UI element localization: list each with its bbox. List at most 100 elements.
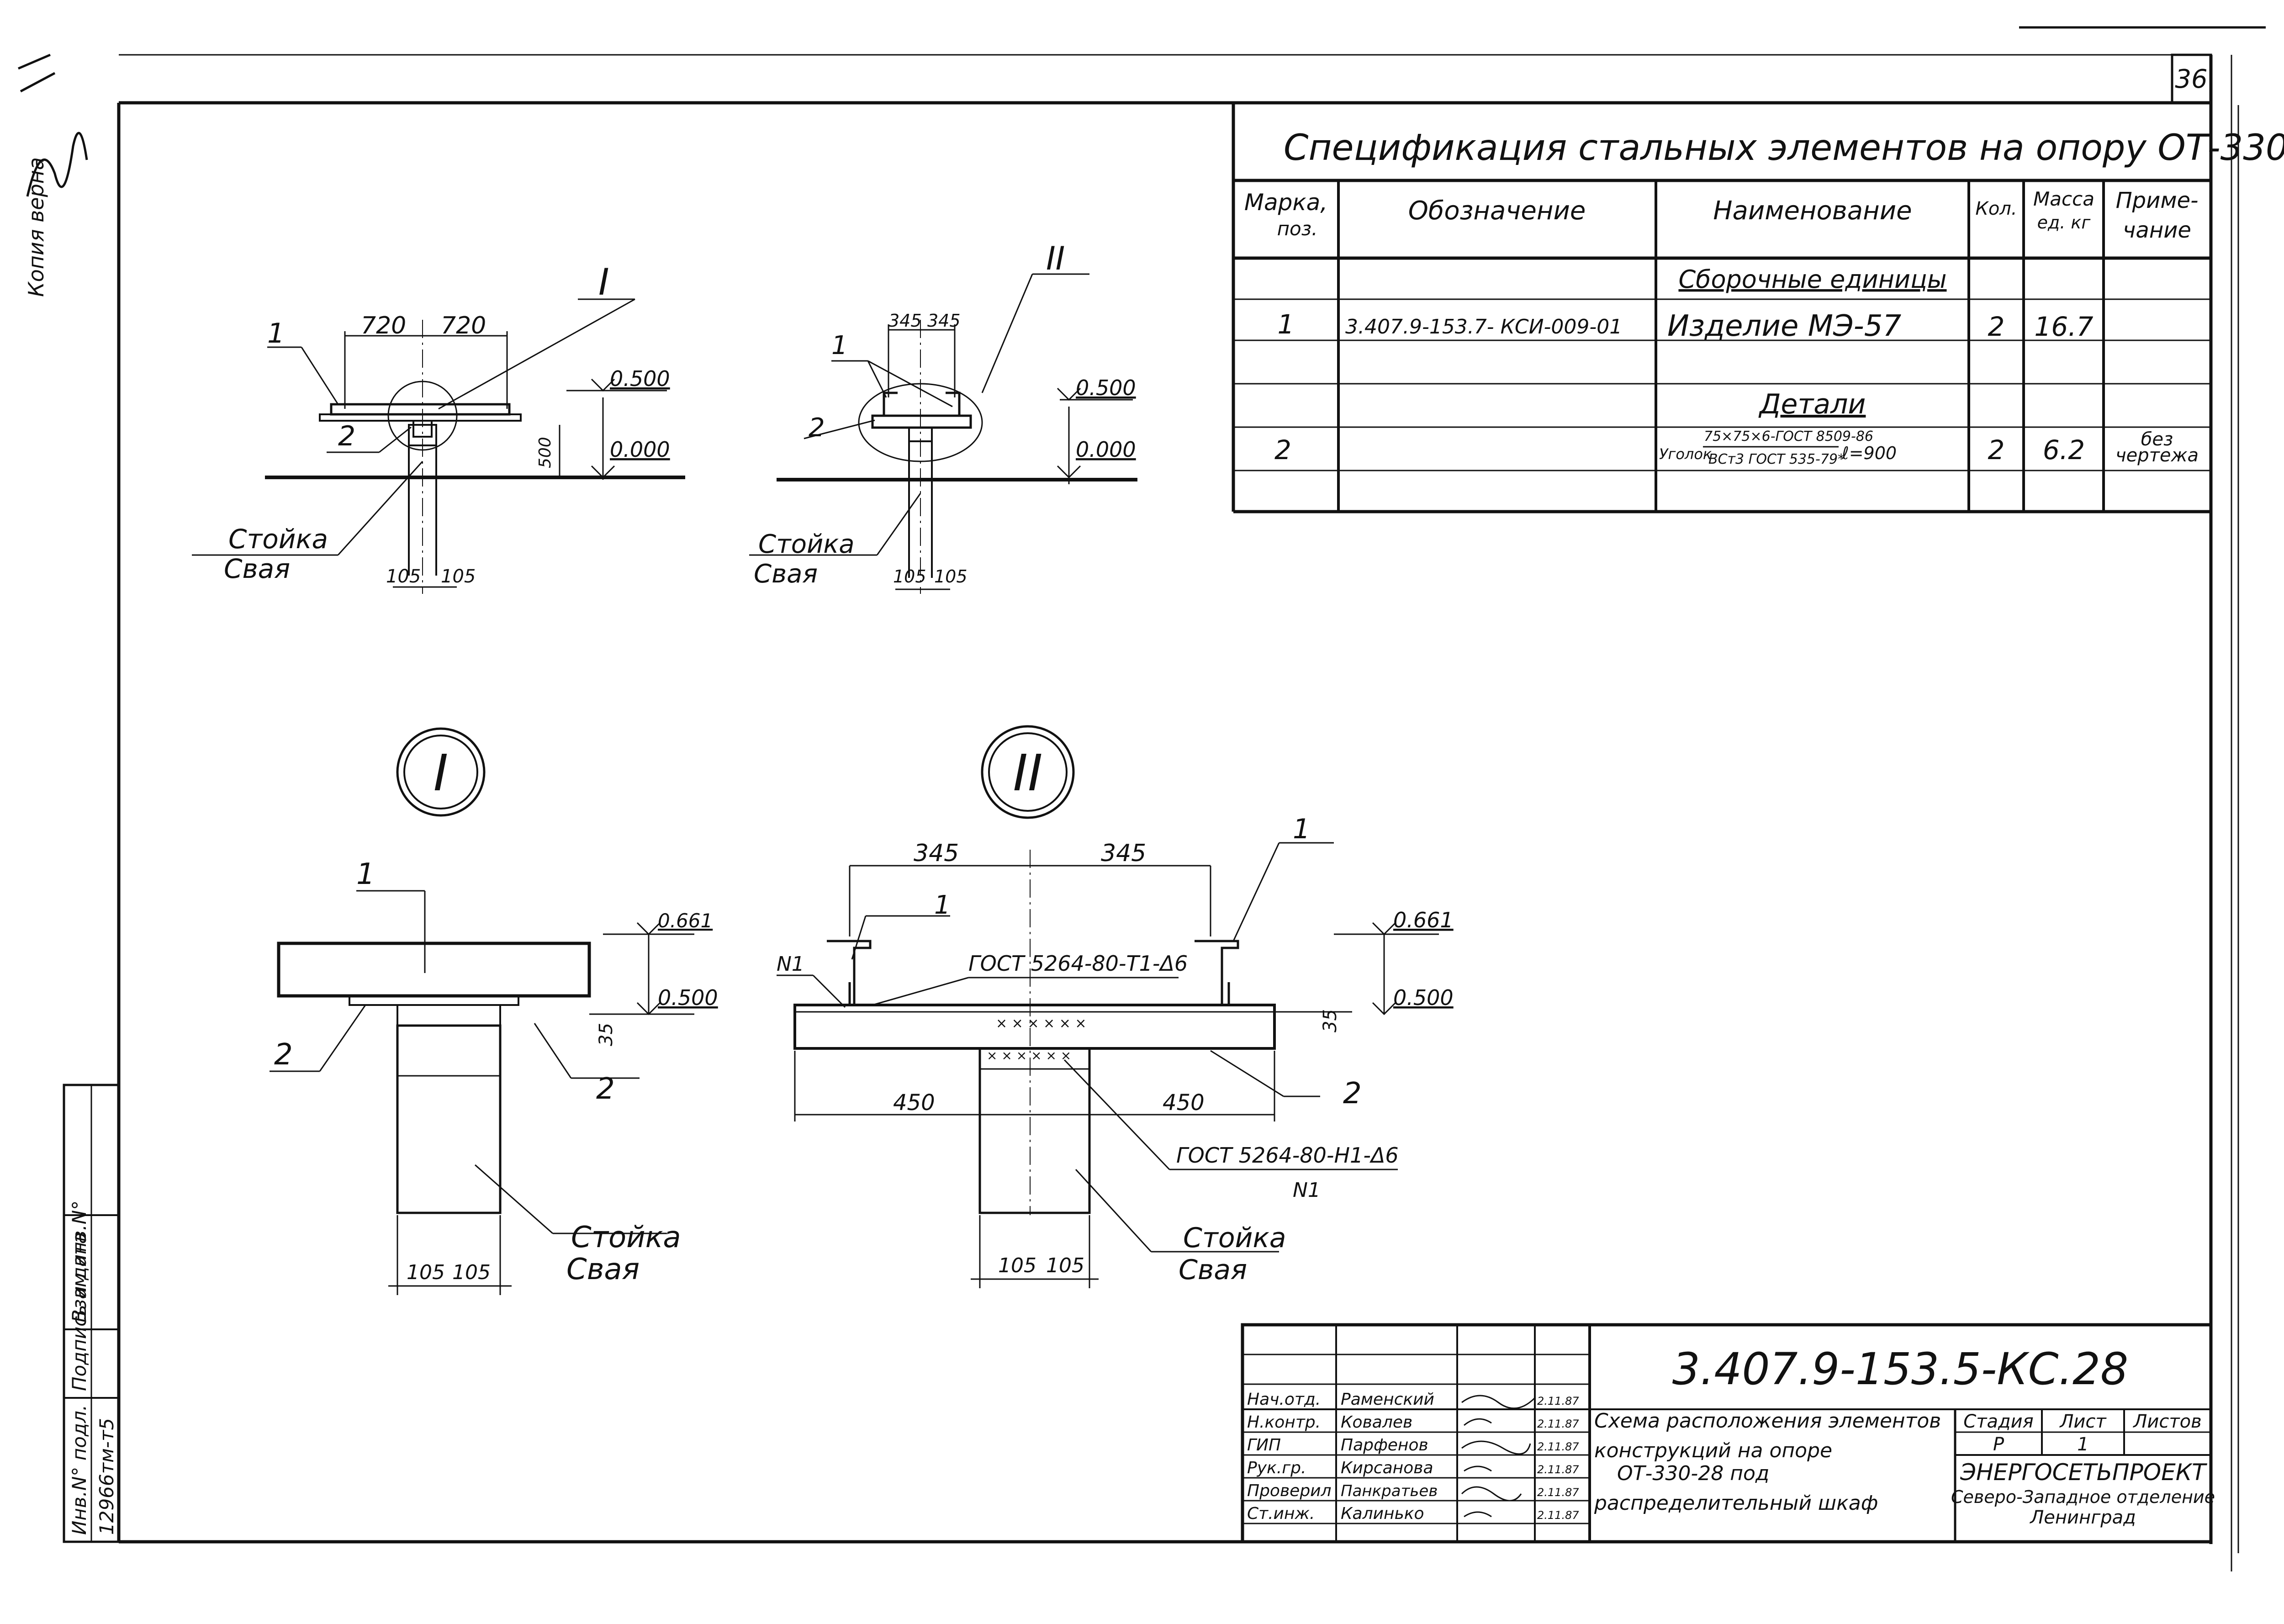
weld-marks: × × × × × × bbox=[996, 1016, 1087, 1032]
header-note: Приме- bbox=[2116, 188, 2199, 213]
header-poz: поз. bbox=[1277, 217, 1318, 240]
sheet-header: Лист bbox=[2059, 1411, 2107, 1432]
detail-II-column: Стойка bbox=[1183, 1222, 1286, 1254]
sheets-header: Листов bbox=[2132, 1411, 2201, 1432]
weld-bottom-tag: N1 bbox=[1293, 1179, 1321, 1202]
dim-345-left: 345 bbox=[888, 311, 922, 331]
org-city: Ленинград bbox=[2029, 1507, 2136, 1528]
callout-II: II bbox=[1046, 240, 1065, 277]
date-4: 2.11.87 bbox=[1537, 1463, 1579, 1476]
detail-I-dim-105-left: 105 bbox=[407, 1261, 445, 1284]
spec-table: Спецификация стальных элементов на опору… bbox=[1232, 103, 2284, 513]
row2-name-bottom: ВСт3 ГОСТ 535-79* bbox=[1708, 451, 1845, 467]
org-branch: Северо-Западное отделение bbox=[1951, 1487, 2215, 1507]
detail-II: II × × × × × × × × × × × × 345 345 450 4… bbox=[777, 725, 1454, 1288]
row1-qty: 2 bbox=[1988, 311, 2005, 342]
level-0500-r: 0.500 bbox=[1076, 376, 1136, 400]
side-stamp: Инв.N° подл. Подпись и дата Взам.инв.N° … bbox=[63, 1084, 120, 1543]
detail-II-pos1-right: 1 bbox=[1293, 813, 1310, 845]
detail-I-dim-105-right: 105 bbox=[452, 1261, 491, 1284]
row1-designation: 3.407.9-153.7- КСИ-009-01 bbox=[1345, 315, 1622, 339]
detail-I-pos2-left: 2 bbox=[274, 1038, 293, 1072]
stamp-inv-value: 12966тм-т5 bbox=[95, 1418, 118, 1535]
callout-I: I bbox=[598, 261, 609, 303]
top-right-view: 345 345 II 1 2 0.500 0.000 Стойка Свая 1… bbox=[749, 240, 1137, 594]
section-assemblies: Сборочные единицы bbox=[1678, 265, 1946, 294]
dim-105-r-r: 105 bbox=[934, 566, 968, 587]
pile-label: Свая bbox=[224, 553, 290, 584]
detail-I-level-0500: 0.500 bbox=[658, 985, 718, 1010]
signature-scribble bbox=[18, 53, 88, 197]
detail-II-pos2: 2 bbox=[1343, 1077, 1362, 1111]
column-label: Стойка bbox=[228, 524, 328, 555]
detail-II-dim-450-left: 450 bbox=[893, 1090, 935, 1116]
date-1: 2.11.87 bbox=[1537, 1395, 1579, 1407]
row1-mass: 16.7 bbox=[2034, 311, 2093, 342]
name-6: Калинько bbox=[1341, 1504, 1424, 1523]
section-details: Детали bbox=[1758, 388, 1866, 420]
detail-II-pos1-left: 1 bbox=[934, 890, 951, 920]
role-6: Ст.инж. bbox=[1247, 1504, 1315, 1523]
date-2: 2.11.87 bbox=[1537, 1418, 1579, 1430]
dim-105-right: 105 bbox=[441, 566, 476, 587]
detail-II-dim-345-left: 345 bbox=[914, 840, 959, 867]
desc-line-4: распределительный шкаф bbox=[1594, 1492, 1878, 1515]
stamp-replace: Взам.инв.N° bbox=[68, 1201, 90, 1322]
detail-I-pos2-right: 2 bbox=[596, 1072, 615, 1106]
dim-105-l-r: 105 bbox=[893, 566, 926, 587]
level-0500: 0.500 bbox=[610, 366, 670, 391]
row2-qty: 2 bbox=[1988, 434, 2005, 466]
stamp-signature: Подпись и дата bbox=[68, 1232, 90, 1391]
copy-note-text: Копия верна bbox=[24, 157, 48, 297]
date-5: 2.11.87 bbox=[1537, 1486, 1579, 1499]
header-mass: Масса bbox=[2033, 188, 2094, 210]
detail-I: I 1 2 2 0.661 0.500 35 Стойка Свая 105 1… bbox=[270, 727, 718, 1295]
name-1: Раменский bbox=[1341, 1390, 1434, 1409]
sheet-value: 1 bbox=[2077, 1434, 2088, 1455]
weld-bottom: ГОСТ 5264-80-Н1-Δ6 bbox=[1176, 1143, 1399, 1168]
date-6: 2.11.87 bbox=[1537, 1509, 1579, 1522]
stamp-inv: Инв.N° подл. bbox=[68, 1405, 90, 1535]
detail-II-col-dim-right: 105 bbox=[1046, 1254, 1084, 1277]
row2-pos: 2 bbox=[1274, 434, 1291, 466]
name-2: Ковалев bbox=[1341, 1413, 1412, 1432]
role-1: Нач.отд. bbox=[1247, 1390, 1321, 1409]
name-5: Панкратьев bbox=[1341, 1482, 1438, 1500]
pos1-label-r: 1 bbox=[831, 331, 848, 360]
dim-105-left: 105 bbox=[386, 566, 421, 587]
name-3: Парфенов bbox=[1341, 1436, 1428, 1455]
desc-line-3: ОТ-330-28 под bbox=[1617, 1462, 1769, 1485]
row2-name-top: 75×75×6-ГОСТ 8509-86 bbox=[1704, 428, 1873, 444]
header-name: Наименование bbox=[1713, 196, 1912, 226]
header-designation: Обозначение bbox=[1408, 196, 1586, 226]
stage-value: Р bbox=[1993, 1434, 2004, 1455]
desc-line-2: конструкций на опоре bbox=[1594, 1439, 1832, 1462]
column-label-r: Стойка bbox=[758, 529, 855, 559]
dim-720-left: 720 bbox=[361, 312, 406, 339]
detail-II-pile: Свая bbox=[1179, 1254, 1247, 1286]
sheet-frame bbox=[64, 26, 2266, 1571]
pos1-label: 1 bbox=[267, 317, 285, 349]
weld-top: ГОСТ 5264-80-Т1-Δ6 bbox=[968, 951, 1188, 976]
height-500: 500 bbox=[536, 437, 555, 468]
header-qty: Кол. bbox=[1975, 198, 2017, 219]
role-3: ГИП bbox=[1247, 1436, 1281, 1455]
detail-I-column: Стойка bbox=[571, 1221, 681, 1254]
detail-II-offset: 35 bbox=[1320, 1009, 1341, 1032]
spec-title: Спецификация стальных элементов на опору… bbox=[1284, 127, 2284, 169]
row1-pos: 1 bbox=[1278, 309, 1295, 340]
copy-note: Копия верна bbox=[24, 157, 48, 297]
weld-marks-2: × × × × × × bbox=[987, 1048, 1071, 1063]
desc-line-1: Схема расположения элементов bbox=[1594, 1409, 1941, 1433]
row2-mass: 6.2 bbox=[2043, 434, 2085, 466]
dim-345-right: 345 bbox=[927, 311, 961, 331]
row2-name-prefix: Уголок bbox=[1659, 445, 1712, 463]
row2-name-suffix: ℓ=900 bbox=[1841, 443, 1897, 463]
detail-II-dim-345-right: 345 bbox=[1101, 840, 1146, 867]
detail-II-col-dim-left: 105 bbox=[998, 1254, 1036, 1277]
role-4: Рук.гр. bbox=[1247, 1459, 1306, 1477]
stage-header: Стадия bbox=[1963, 1411, 2033, 1432]
detail-II-dim-450-right: 450 bbox=[1163, 1090, 1205, 1116]
detail-I-pile: Свая bbox=[566, 1253, 640, 1286]
org-name: ЭНЕРГОСЕТЬПРОЕКТ bbox=[1960, 1459, 2207, 1486]
